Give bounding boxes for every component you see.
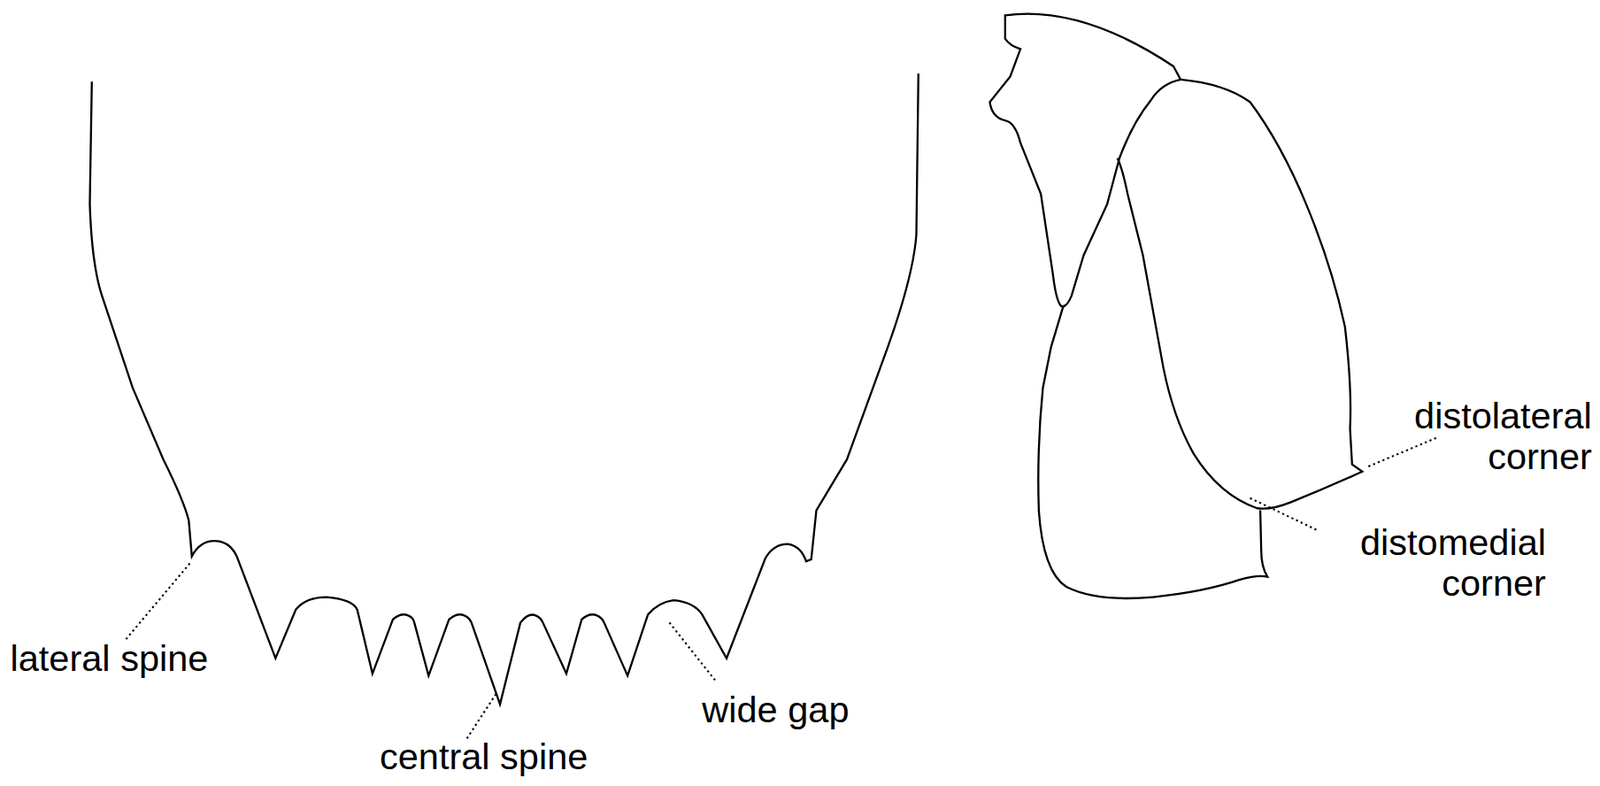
uropod-endopod bbox=[1117, 79, 1363, 509]
part-label: wide gap bbox=[701, 689, 907, 731]
part-label: distolateral corner bbox=[1326, 395, 1593, 477]
part-label: central spine bbox=[379, 737, 646, 778]
uropod-exopod bbox=[1038, 306, 1268, 599]
leader-lines bbox=[124, 437, 1439, 742]
uropod-peduncle bbox=[990, 14, 1182, 308]
pleotelson-outline bbox=[89, 73, 918, 705]
part-label: lateral spine bbox=[10, 638, 277, 679]
part-label: distomedial corner bbox=[1295, 522, 1547, 604]
